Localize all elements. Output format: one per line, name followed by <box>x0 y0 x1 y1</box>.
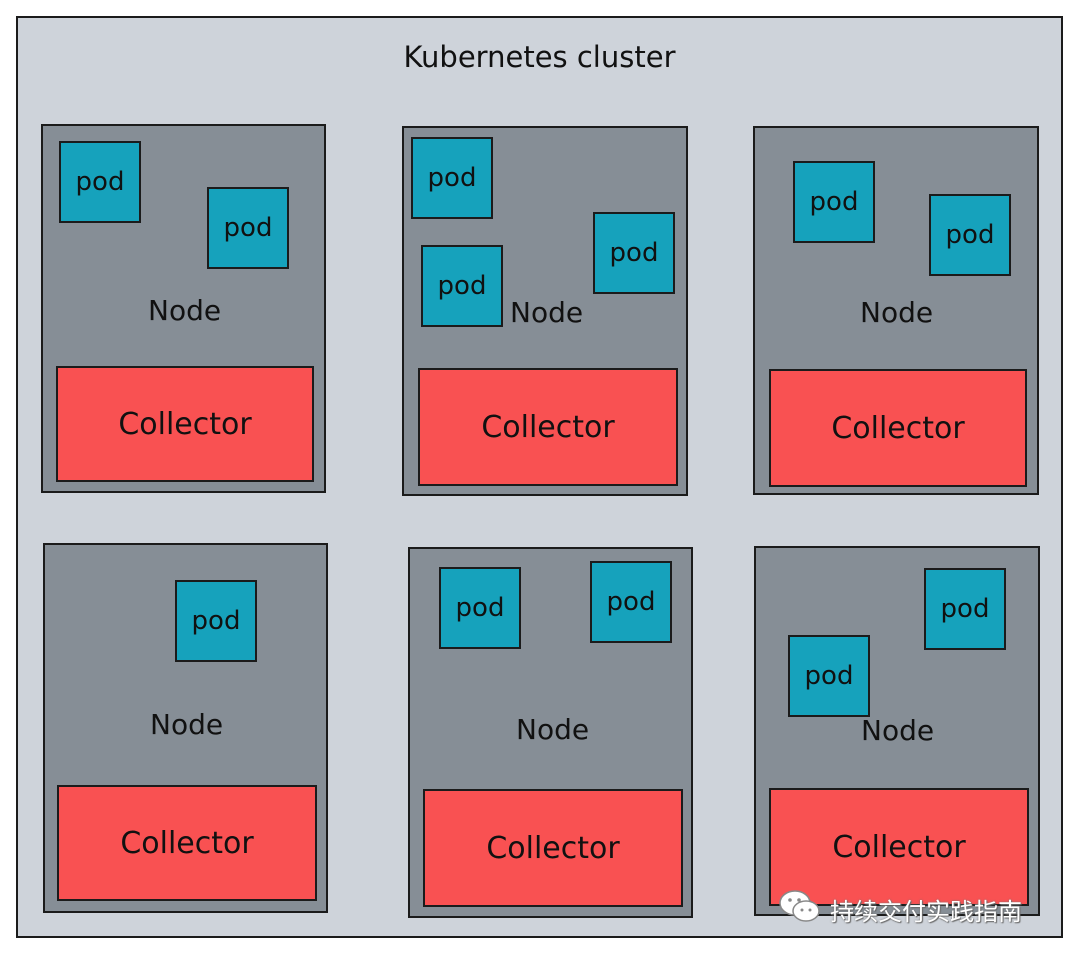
node-6: pod pod Node Collector <box>754 546 1040 916</box>
collector: Collector <box>56 366 314 482</box>
collector: Collector <box>769 788 1029 906</box>
wechat-icon <box>778 888 822 930</box>
pod: pod <box>593 212 675 294</box>
pod: pod <box>59 141 141 223</box>
cluster-title: Kubernetes cluster <box>403 40 676 74</box>
pod: pod <box>929 194 1011 276</box>
node-label: Node <box>148 294 222 327</box>
pod: pod <box>924 568 1006 650</box>
pod: pod <box>421 245 503 327</box>
kubernetes-cluster: Kubernetes cluster pod pod Node Collecto… <box>16 16 1063 938</box>
node-3: pod pod Node Collector <box>753 126 1039 495</box>
pod: pod <box>793 161 875 243</box>
watermark-text: 持续交付实践指南 <box>830 897 1022 926</box>
node-4: pod Node Collector <box>43 543 328 913</box>
node-label: Node <box>516 713 590 746</box>
pod: pod <box>439 567 521 649</box>
pod: pod <box>788 635 870 717</box>
pod: pod <box>411 137 493 219</box>
node-5: pod pod Node Collector <box>408 547 693 918</box>
node-label: Node <box>150 708 224 741</box>
pod: pod <box>207 187 289 269</box>
node-label: Node <box>510 296 584 329</box>
node-label: Node <box>861 714 935 747</box>
collector: Collector <box>769 369 1027 487</box>
pod: pod <box>590 561 672 643</box>
node-1: pod pod Node Collector <box>41 124 326 493</box>
collector: Collector <box>418 368 678 486</box>
node-2: pod pod pod Node Collector <box>402 126 688 496</box>
collector: Collector <box>423 789 683 907</box>
pod: pod <box>175 580 257 662</box>
node-label: Node <box>860 296 934 329</box>
watermark: 持续交付实践指南 <box>778 888 1022 930</box>
collector: Collector <box>57 785 317 901</box>
